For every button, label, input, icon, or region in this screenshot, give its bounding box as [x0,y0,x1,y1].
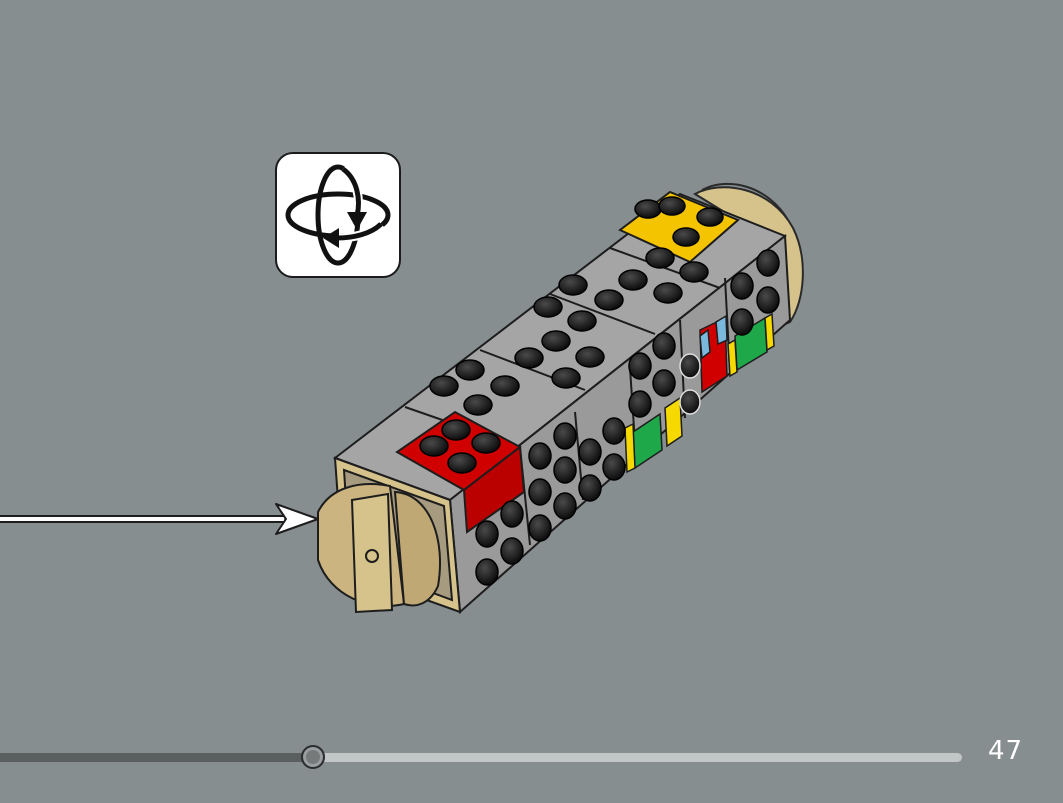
rotate-model-icon [285,164,391,266]
top-studs [419,196,724,474]
page-progress-track[interactable] [0,753,962,762]
side-studs [475,249,780,586]
page-progress-fill [0,753,313,762]
near-end-cap [317,456,462,614]
decorative-stripes [624,312,775,474]
page-number: 47 [988,736,1024,766]
page-progress-knob[interactable] [301,745,325,769]
rotate-callout [275,152,401,278]
arrow-right-icon [0,503,319,535]
